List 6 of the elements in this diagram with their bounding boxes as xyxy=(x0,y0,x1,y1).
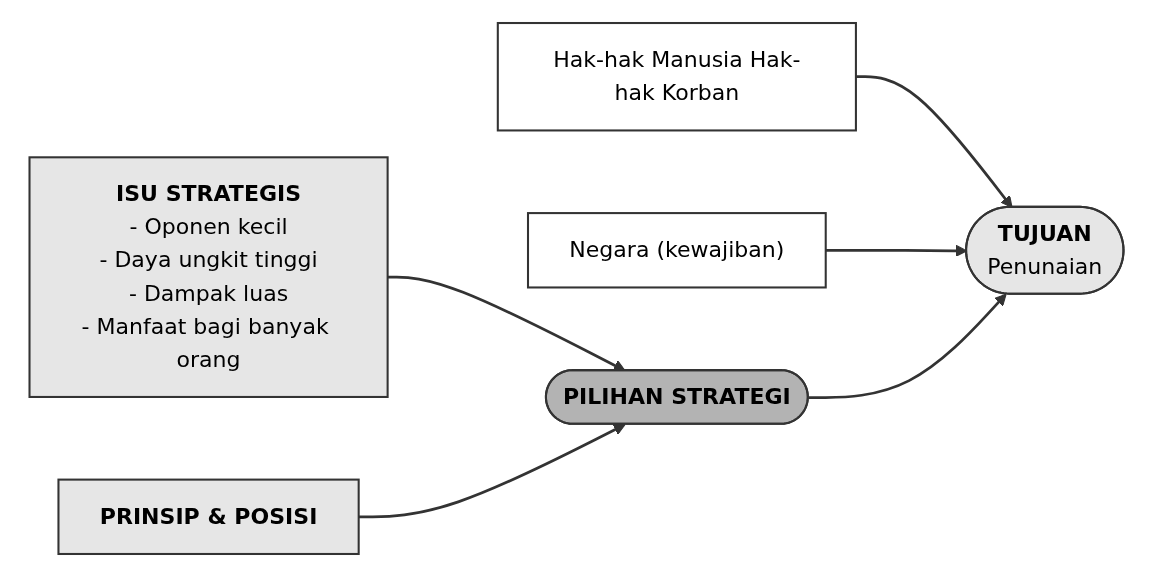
node-box: Negara (kewajiban) xyxy=(526,212,827,289)
node-box: Hak-hak Manusia Hak-hak Korban xyxy=(496,22,857,132)
arrow xyxy=(808,293,1007,400)
arrow xyxy=(358,423,626,519)
node-box: PRINSIP & POSISI xyxy=(57,478,360,555)
node-box: ISU STRATEGIS - Oponen kecil - Daya ungkit tinggi - Dampak luas - Manfaat bagi banyak orang xyxy=(28,156,389,398)
